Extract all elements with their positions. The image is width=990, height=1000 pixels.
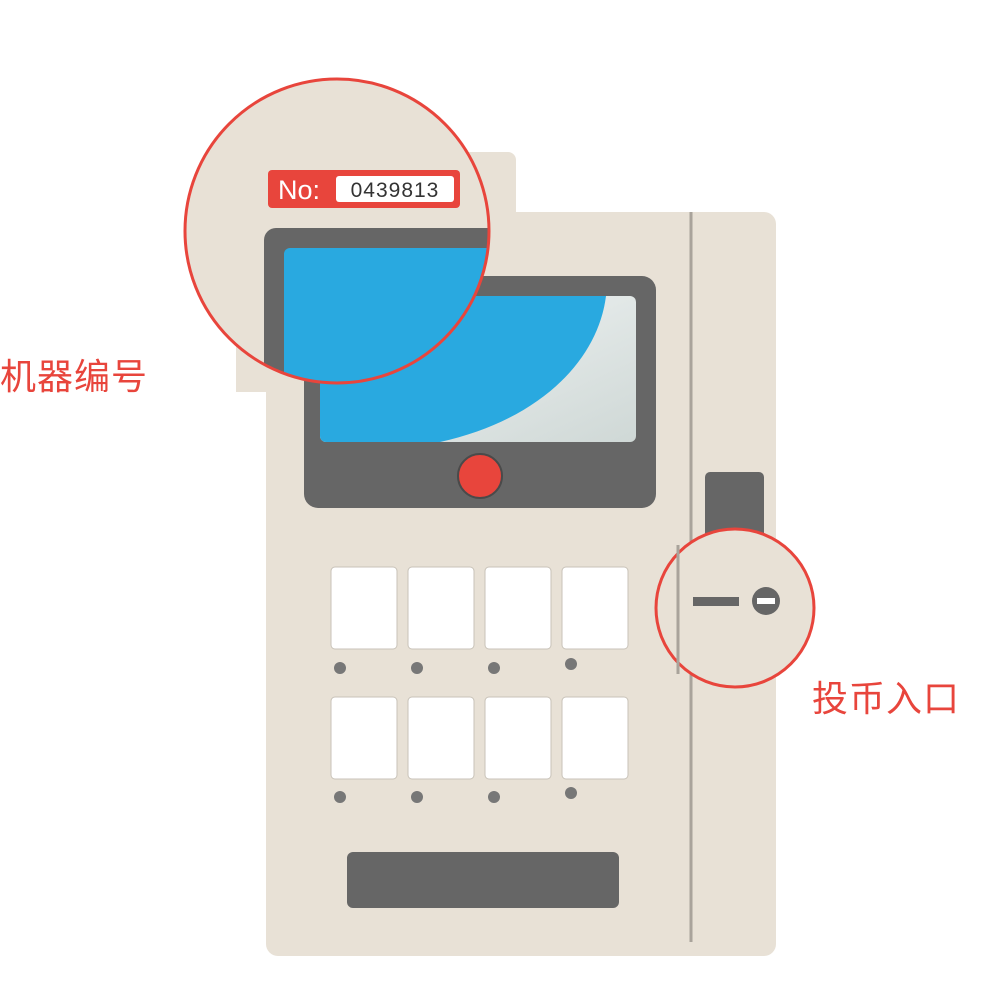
product-slot[interactable] (330, 696, 398, 780)
select-button[interactable] (457, 453, 503, 499)
product-slot[interactable] (330, 566, 398, 650)
machine-number-badge: No: 0439813 (268, 170, 460, 208)
badge-prefix: No: (278, 175, 320, 205)
slot-indicator (334, 791, 346, 803)
machine-number-label: 机器编号 (0, 357, 149, 398)
slot-indicator (488, 791, 500, 803)
badge-number: 0439813 (351, 179, 440, 202)
dispenser-tray[interactable] (347, 852, 619, 908)
product-slot[interactable] (407, 566, 475, 650)
slot-indicator (411, 791, 423, 803)
coin-slot-callout (654, 527, 816, 689)
slot-indicator (565, 658, 577, 670)
slot-indicators-row-1 (334, 658, 577, 674)
slot-indicator (565, 787, 577, 799)
product-slot[interactable] (407, 696, 475, 780)
product-slot[interactable] (484, 696, 552, 780)
coin-slot-label: 投币入口 (812, 679, 961, 720)
slot-indicator (488, 662, 500, 674)
product-slots-row-1 (330, 566, 629, 650)
product-slot[interactable] (561, 566, 629, 650)
coin-slot-icon[interactable] (693, 597, 739, 606)
slot-indicator (334, 662, 346, 674)
slot-indicators-row-2 (334, 787, 577, 803)
product-slot[interactable] (484, 566, 552, 650)
product-slots-row-2 (330, 696, 629, 780)
product-slot[interactable] (561, 696, 629, 780)
slot-indicator (411, 662, 423, 674)
